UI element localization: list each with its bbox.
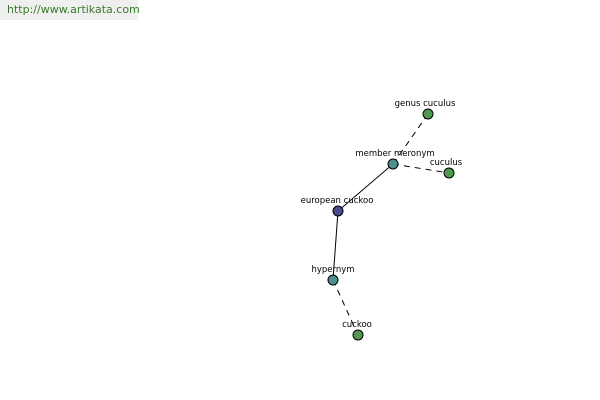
edge-european-cuckoo-to-member-meronym bbox=[337, 163, 394, 212]
node-member-meronym[interactable] bbox=[387, 158, 399, 170]
node-label-hypernym[interactable]: hypernym bbox=[311, 265, 354, 275]
nodes-layer bbox=[327, 108, 455, 341]
node-label-genus-cuculus[interactable]: genus cuculus bbox=[395, 99, 456, 109]
node-label-european-cuckoo[interactable]: european cuckoo bbox=[301, 196, 374, 206]
node-label-cuculus[interactable]: cuculus bbox=[430, 158, 463, 168]
node-genus-cuculus[interactable] bbox=[422, 108, 434, 120]
node-cuculus[interactable] bbox=[443, 167, 455, 179]
node-hypernym[interactable] bbox=[327, 274, 339, 286]
edges-layer bbox=[332, 113, 450, 336]
node-label-member-meronym[interactable]: member meronym bbox=[355, 149, 434, 159]
site-url-watermark: http://www.artikata.com bbox=[0, 0, 140, 20]
labels-layer: european cuckoo member meronym hypernym gen… bbox=[301, 99, 463, 330]
edge-european-cuckoo-to-hypernym bbox=[332, 210, 339, 281]
edge-member-meronym-to-cuculus bbox=[392, 163, 450, 174]
node-cuckoo[interactable] bbox=[352, 329, 364, 341]
node-european-cuckoo[interactable] bbox=[332, 205, 344, 217]
node-label-cuckoo[interactable]: cuckoo bbox=[342, 320, 372, 330]
